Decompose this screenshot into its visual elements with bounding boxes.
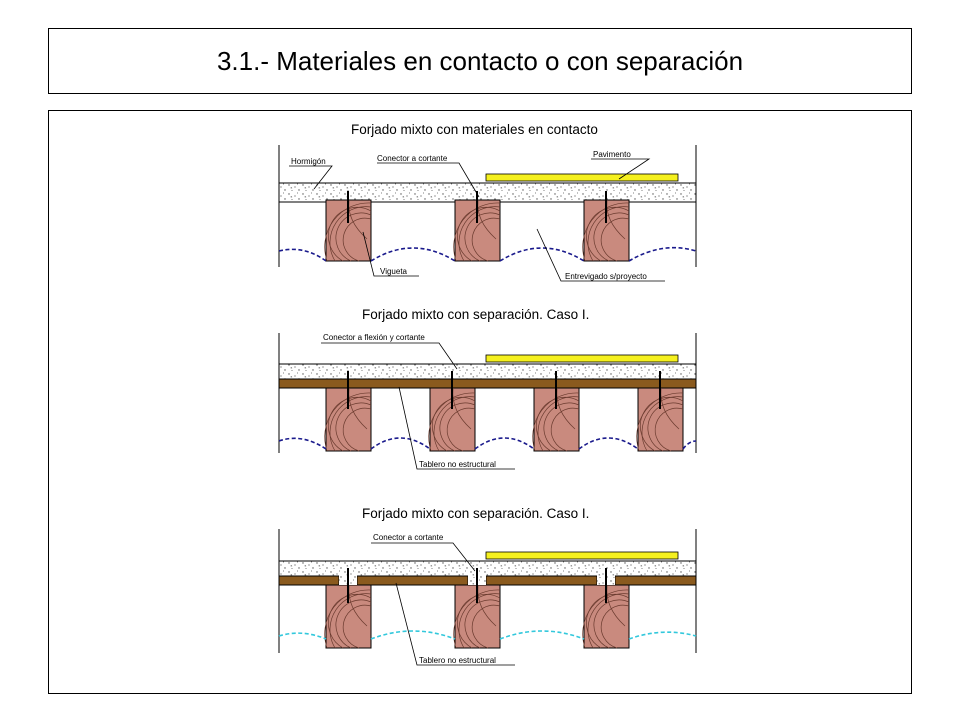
label-tablero: Tablero no estructural <box>419 460 496 469</box>
infill-arcs <box>278 630 697 640</box>
joist <box>582 191 630 262</box>
section-title: Forjado mixto con separación. Caso I. <box>362 307 589 322</box>
pavement <box>485 354 679 363</box>
concrete-slab <box>279 561 696 576</box>
label-conector: Conector a flexión y cortante <box>323 333 425 342</box>
concrete-slab <box>279 364 696 379</box>
diagram-panel: Forjado mixto con materiales en contacto <box>48 110 912 694</box>
label-conector: Conector a cortante <box>373 533 444 542</box>
concrete-slab <box>279 183 696 202</box>
label-pavimento: Pavimento <box>593 150 631 159</box>
label-conector: Conector a cortante <box>377 154 448 163</box>
section-separation-1: Forjado mixto con separación. Caso I. <box>278 307 697 470</box>
label-vigueta: Vigueta <box>380 267 408 276</box>
joist <box>324 568 372 649</box>
joist <box>453 568 501 649</box>
joist <box>324 371 372 452</box>
section-title: Forjado mixto con materiales en contacto <box>351 122 598 137</box>
pavement <box>485 551 679 560</box>
joist <box>582 568 630 649</box>
joist <box>453 191 501 262</box>
non-structural-board <box>278 378 697 389</box>
page-title-box: 3.1.- Materiales en contacto o con separ… <box>48 28 912 94</box>
joist <box>532 371 580 452</box>
pavement <box>485 173 679 182</box>
label-tablero: Tablero no estructural <box>419 656 496 665</box>
infill-arcs <box>278 246 697 262</box>
joist <box>324 191 372 262</box>
page-title: 3.1.- Materiales en contacto o con separ… <box>216 45 744 76</box>
section-title: Forjado mixto con separación. Caso I. <box>362 506 589 521</box>
joist <box>636 371 684 452</box>
section-contact: Forjado mixto con materiales en contacto <box>278 122 697 282</box>
label-entrevigado: Entrevigado s/proyecto <box>565 272 647 281</box>
label-hormigon: Hormigón <box>291 157 326 166</box>
floor-sections-diagram: Forjado mixto con materiales en contacto <box>278 122 697 666</box>
section-separation-2: Forjado mixto con separación. Caso I. <box>278 506 697 666</box>
infill-arcs <box>278 437 697 450</box>
joist <box>428 371 476 452</box>
